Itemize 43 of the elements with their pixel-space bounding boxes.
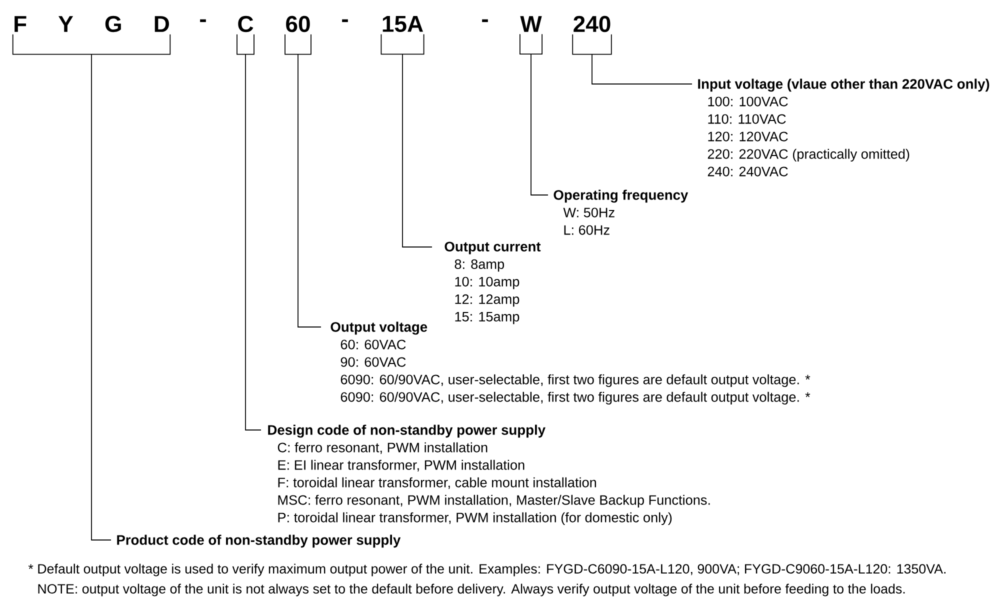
code-text: C (238, 16, 254, 32)
footnote-text: * Default output voltage is used to verify maximum output power of the unit. Examples: FYGD-C6090-15A-L120, 900VA; FYGD-C9060-15A-L120: 1350VA. (28, 564, 946, 576)
option-text: 60: 60VAC (340, 340, 406, 350)
section-heading: Product code of non-standby power supply (117, 534, 401, 548)
option-text: MSC: ferro resonant, PWM installation, Master/Slave Backup Functions. (278, 494, 710, 508)
option-text: 15: 15amp (455, 312, 520, 324)
bracket-leader (572, 34, 692, 84)
code-text: 240 (574, 16, 610, 32)
option-text: 90: 60VAC (340, 357, 406, 367)
option-text: E: EI linear transformer, PWM installation (278, 460, 524, 472)
section-heading: Input voltage (vlaue other than 220VAC only) (698, 78, 990, 92)
option-text: 6090: 60/90VAC, user-selectable, first two figures are default output voltage. * (340, 374, 810, 388)
option-text: 110: 110VAC (708, 114, 786, 124)
bracket-leader (520, 34, 548, 196)
option-text: W: 50Hz (563, 208, 614, 218)
bracket-leader (284, 34, 322, 328)
option-text: F: toroidal linear transformer, cable mount installation (278, 477, 596, 489)
option-text: 100: 100VAC (708, 96, 788, 106)
code-text: 15A (382, 16, 423, 32)
option-text: L: 60Hz (564, 225, 610, 235)
option-text: 120: 120VAC (708, 132, 788, 142)
section-heading: Output voltage (330, 322, 428, 335)
option-text: 8: 8amp (454, 259, 504, 272)
option-text: 240: 240VAC (708, 166, 788, 176)
option-text: 220: 220VAC (practically omitted) (708, 148, 910, 162)
option-text: 10: 10amp (455, 276, 520, 290)
section-heading: Output current (444, 242, 541, 254)
bracket-leader (236, 34, 262, 430)
section-heading: Design code of non-standby power supply (268, 424, 546, 438)
option-text: 6090: 60/90VAC, user-selectable, first two figures are default output voltage. * (340, 392, 810, 405)
code-separator: - (482, 19, 488, 22)
bracket-leader (12, 34, 171, 540)
footnote-text: NOTE: output voltage of the unit is not always set to the default before delivery. Always verify output voltage of the unit before feeding to the loads. (38, 584, 905, 596)
code-text: F Y G D (14, 16, 169, 32)
code-separator: - (200, 19, 206, 22)
option-text: C: ferro resonant, PWM installation (278, 442, 488, 454)
code-text: W (520, 16, 542, 32)
option-text: P: toroidal linear transformer, PWM installation (for domestic only) (278, 512, 672, 526)
section-heading: Operating frequency (554, 190, 688, 203)
code-separator: - (342, 19, 348, 22)
bracket-leader (380, 34, 432, 248)
option-text: 12: 12amp (455, 294, 520, 307)
code-text: 60 (286, 16, 310, 32)
